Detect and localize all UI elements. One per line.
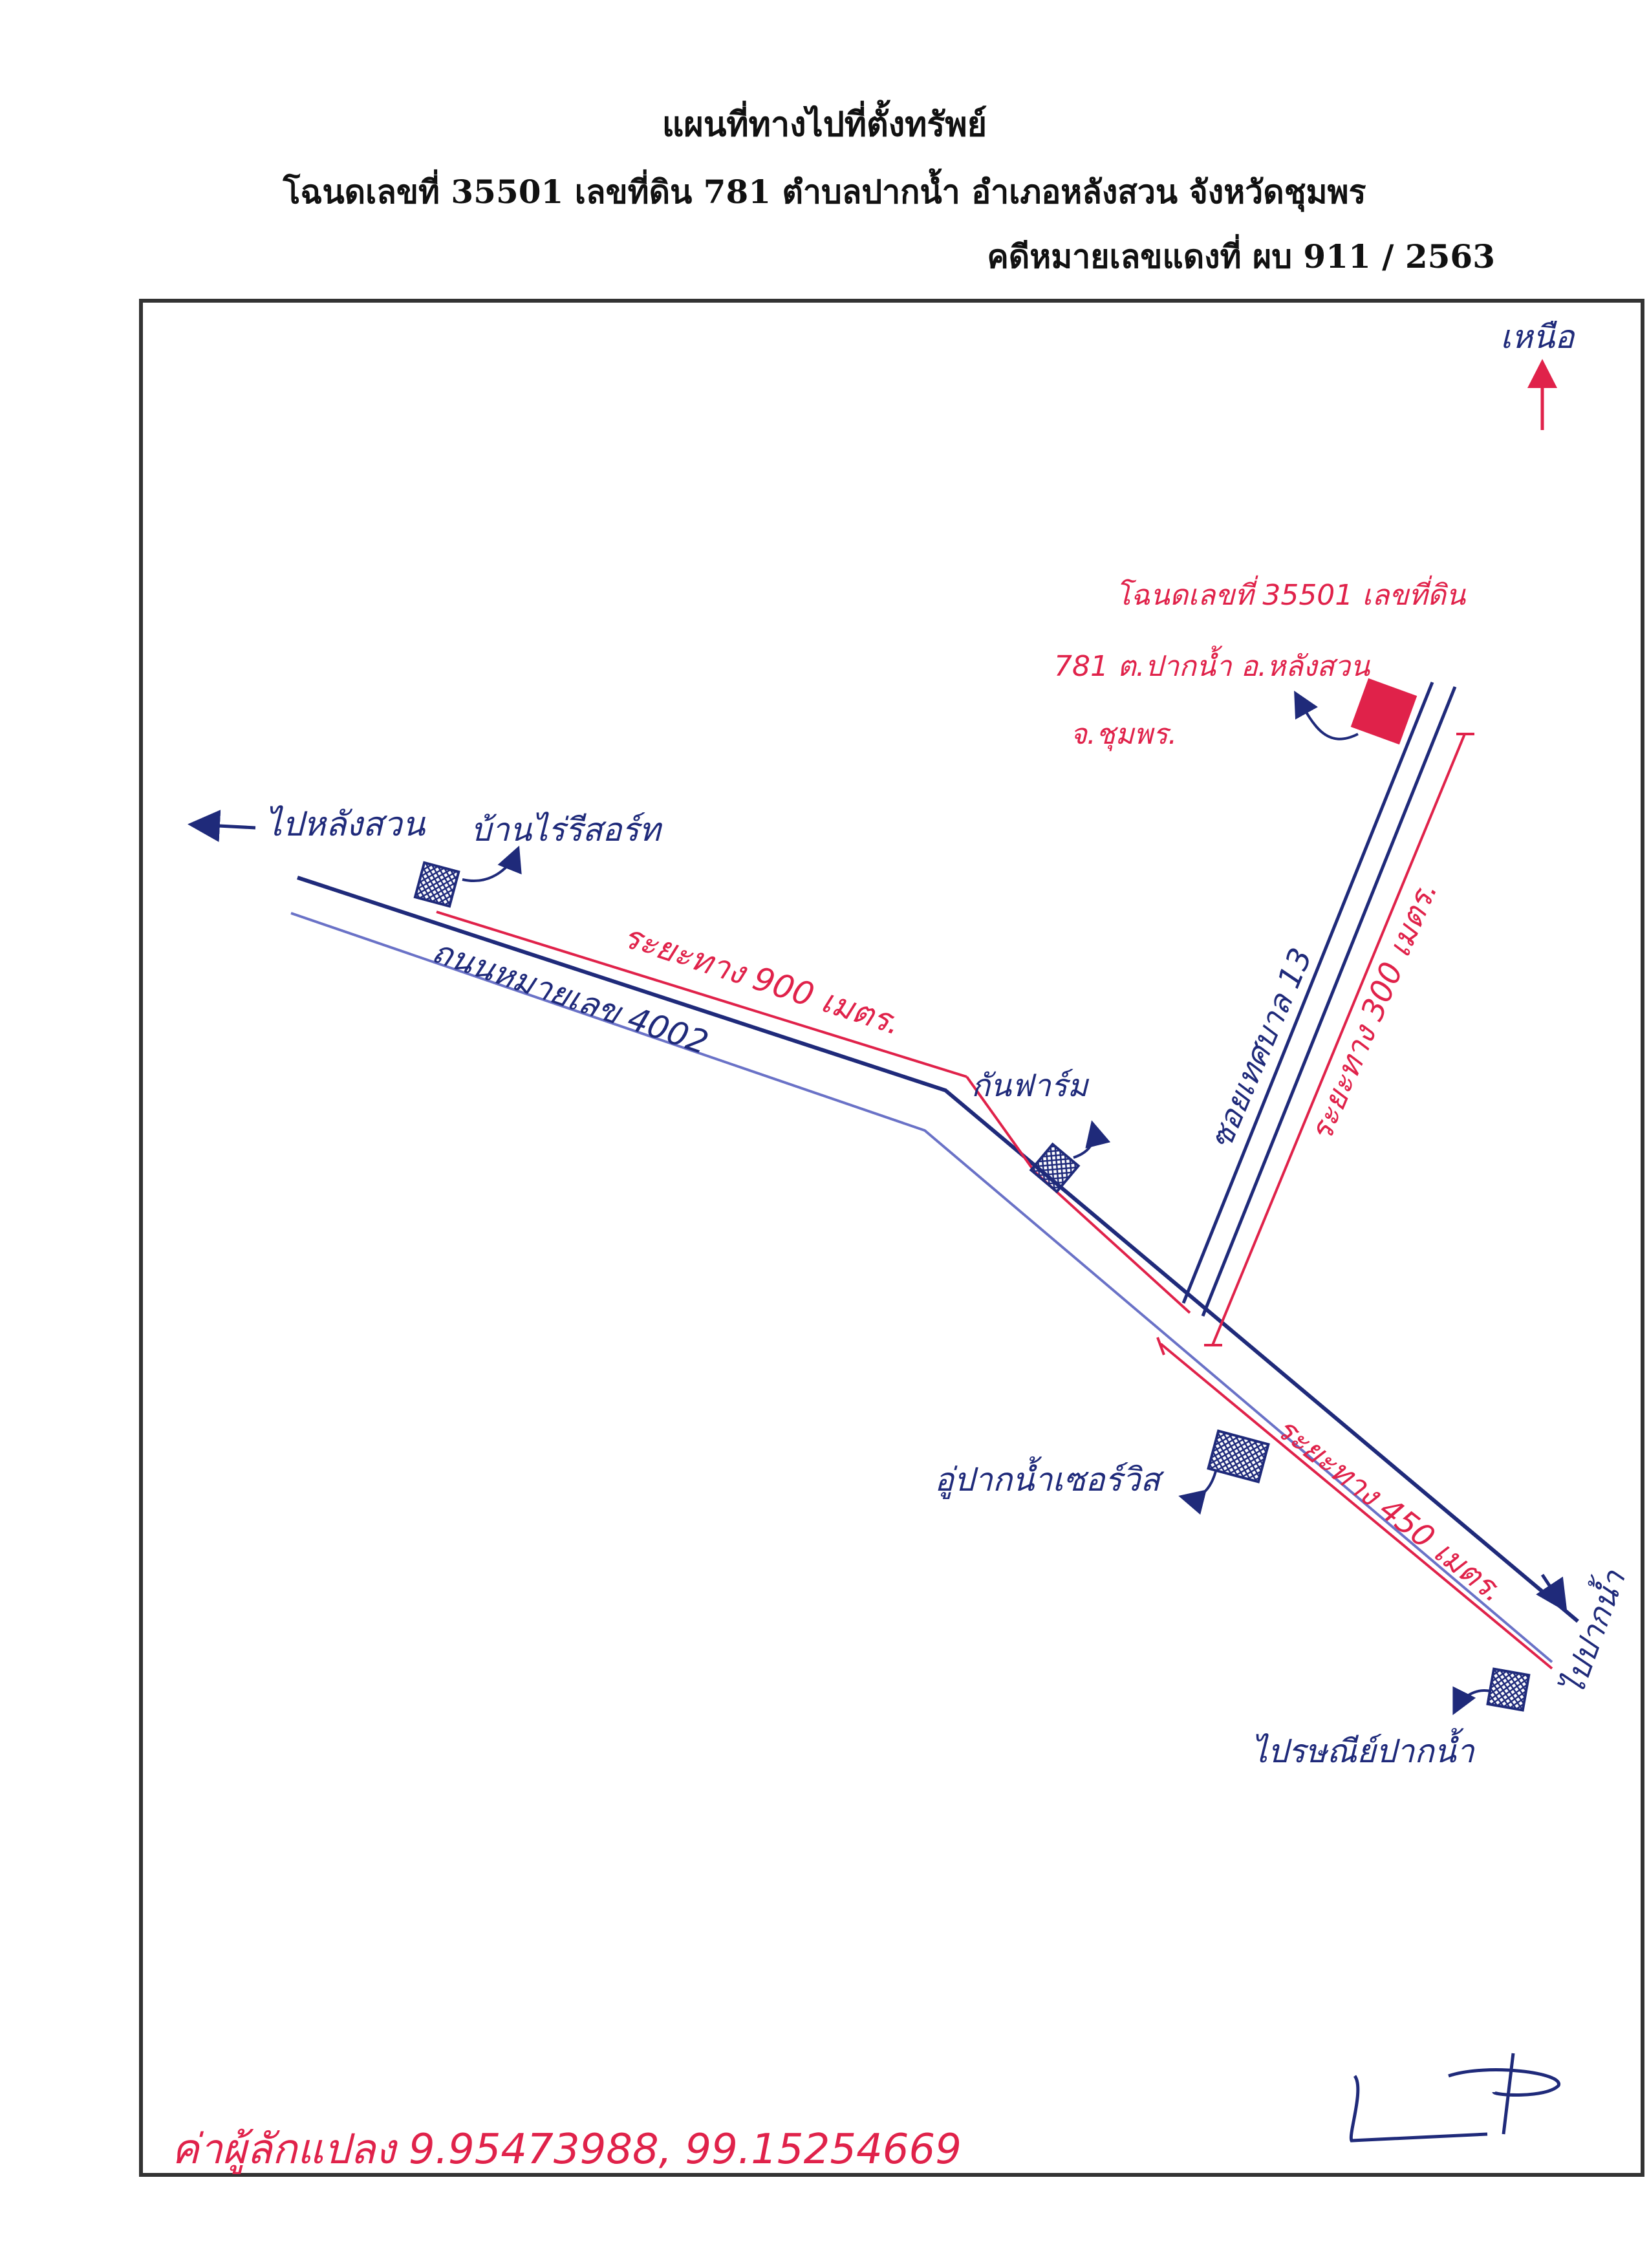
to-langsuan-arrow bbox=[188, 810, 256, 843]
garage-label: อู่ปากน้ำเซอร์วิส bbox=[934, 1456, 1164, 1500]
property-pointer-arrow bbox=[1294, 691, 1359, 740]
resort-landmark-marker bbox=[413, 861, 460, 908]
property-label-line3: จ.ชุมพร. bbox=[1070, 718, 1177, 751]
soi-13-label: ซอยเทศบาล 13 bbox=[1202, 943, 1319, 1154]
to-paknam-label: ไปปากน้ำ bbox=[1550, 1563, 1633, 1700]
distance-lines bbox=[436, 733, 1553, 1670]
north-arrow-icon bbox=[1527, 359, 1557, 430]
farm-landmark-marker bbox=[1029, 1142, 1081, 1194]
main-road-4002 bbox=[290, 876, 1579, 1663]
post-office-pointer-arrow bbox=[1452, 1686, 1491, 1716]
soi-13-road bbox=[1181, 682, 1457, 1317]
farm-label: กันฟาร์ม bbox=[971, 1068, 1090, 1104]
case-number: คดีหมายเลขแดงที่ ผบ 911 / 2563 bbox=[987, 237, 1495, 275]
coordinates-note: ค่าผู้ลักแปลง 9.95473988, 99.15254669 bbox=[171, 2126, 962, 2174]
distance-450-label: ระยะทาง 450 เมตร. bbox=[1269, 1410, 1511, 1610]
deed-subtitle: โฉนดเลขที่ 35501 เลขที่ดิน 781 ตำบลปากน้… bbox=[283, 173, 1366, 211]
to-langsuan-label: ไปหลังสวน bbox=[265, 805, 426, 844]
to-paknam-arrow bbox=[1536, 1573, 1568, 1613]
signature-mark bbox=[1349, 2053, 1560, 2143]
garage-pointer-arrow bbox=[1178, 1471, 1217, 1515]
farm-pointer-arrow bbox=[1073, 1120, 1111, 1159]
property-label-line2: 781 ต.ปากน้ำ อ.หลังสวน bbox=[1054, 645, 1371, 683]
map-frame bbox=[139, 299, 1644, 2177]
resort-pointer-arrow bbox=[462, 845, 522, 882]
map-title: แผนที่ทางไปที่ตั้งทรัพย์ bbox=[662, 105, 987, 144]
property-label-line1: โฉนดเลขที่ 35501 เลขที่ดิน bbox=[1116, 575, 1467, 612]
resort-label: บ้านไร่รีสอร์ท bbox=[471, 811, 663, 848]
north-label: เหนือ bbox=[1500, 318, 1575, 356]
property-parcel bbox=[1350, 678, 1417, 745]
post-office-label: ไปรษณีย์ปากน้ำ bbox=[1251, 1728, 1476, 1770]
post-office-landmark-marker bbox=[1486, 1667, 1531, 1712]
garage-landmark-marker bbox=[1207, 1429, 1270, 1484]
